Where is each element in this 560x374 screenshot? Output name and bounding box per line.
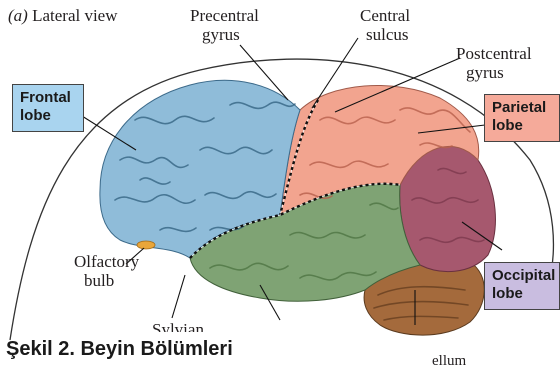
olfactory-bulb-label: Olfactory bulb bbox=[74, 252, 139, 290]
precentral-gyrus-label: Precentral gyrus bbox=[190, 6, 259, 44]
panel-title: (a) Lateral view bbox=[8, 6, 118, 25]
figure-caption: Şekil 2. Beyin Bölümleri bbox=[6, 338, 233, 361]
central-sulcus-label: Central sulcus bbox=[360, 6, 410, 44]
cerebellum-label-partial: ellum bbox=[432, 352, 466, 371]
postcentral-gyrus-label: Postcentral gyrus bbox=[456, 44, 532, 82]
sylvian-fissure-label: Sylvian bbox=[152, 320, 204, 332]
olfactory-bulb-shape bbox=[137, 241, 155, 249]
